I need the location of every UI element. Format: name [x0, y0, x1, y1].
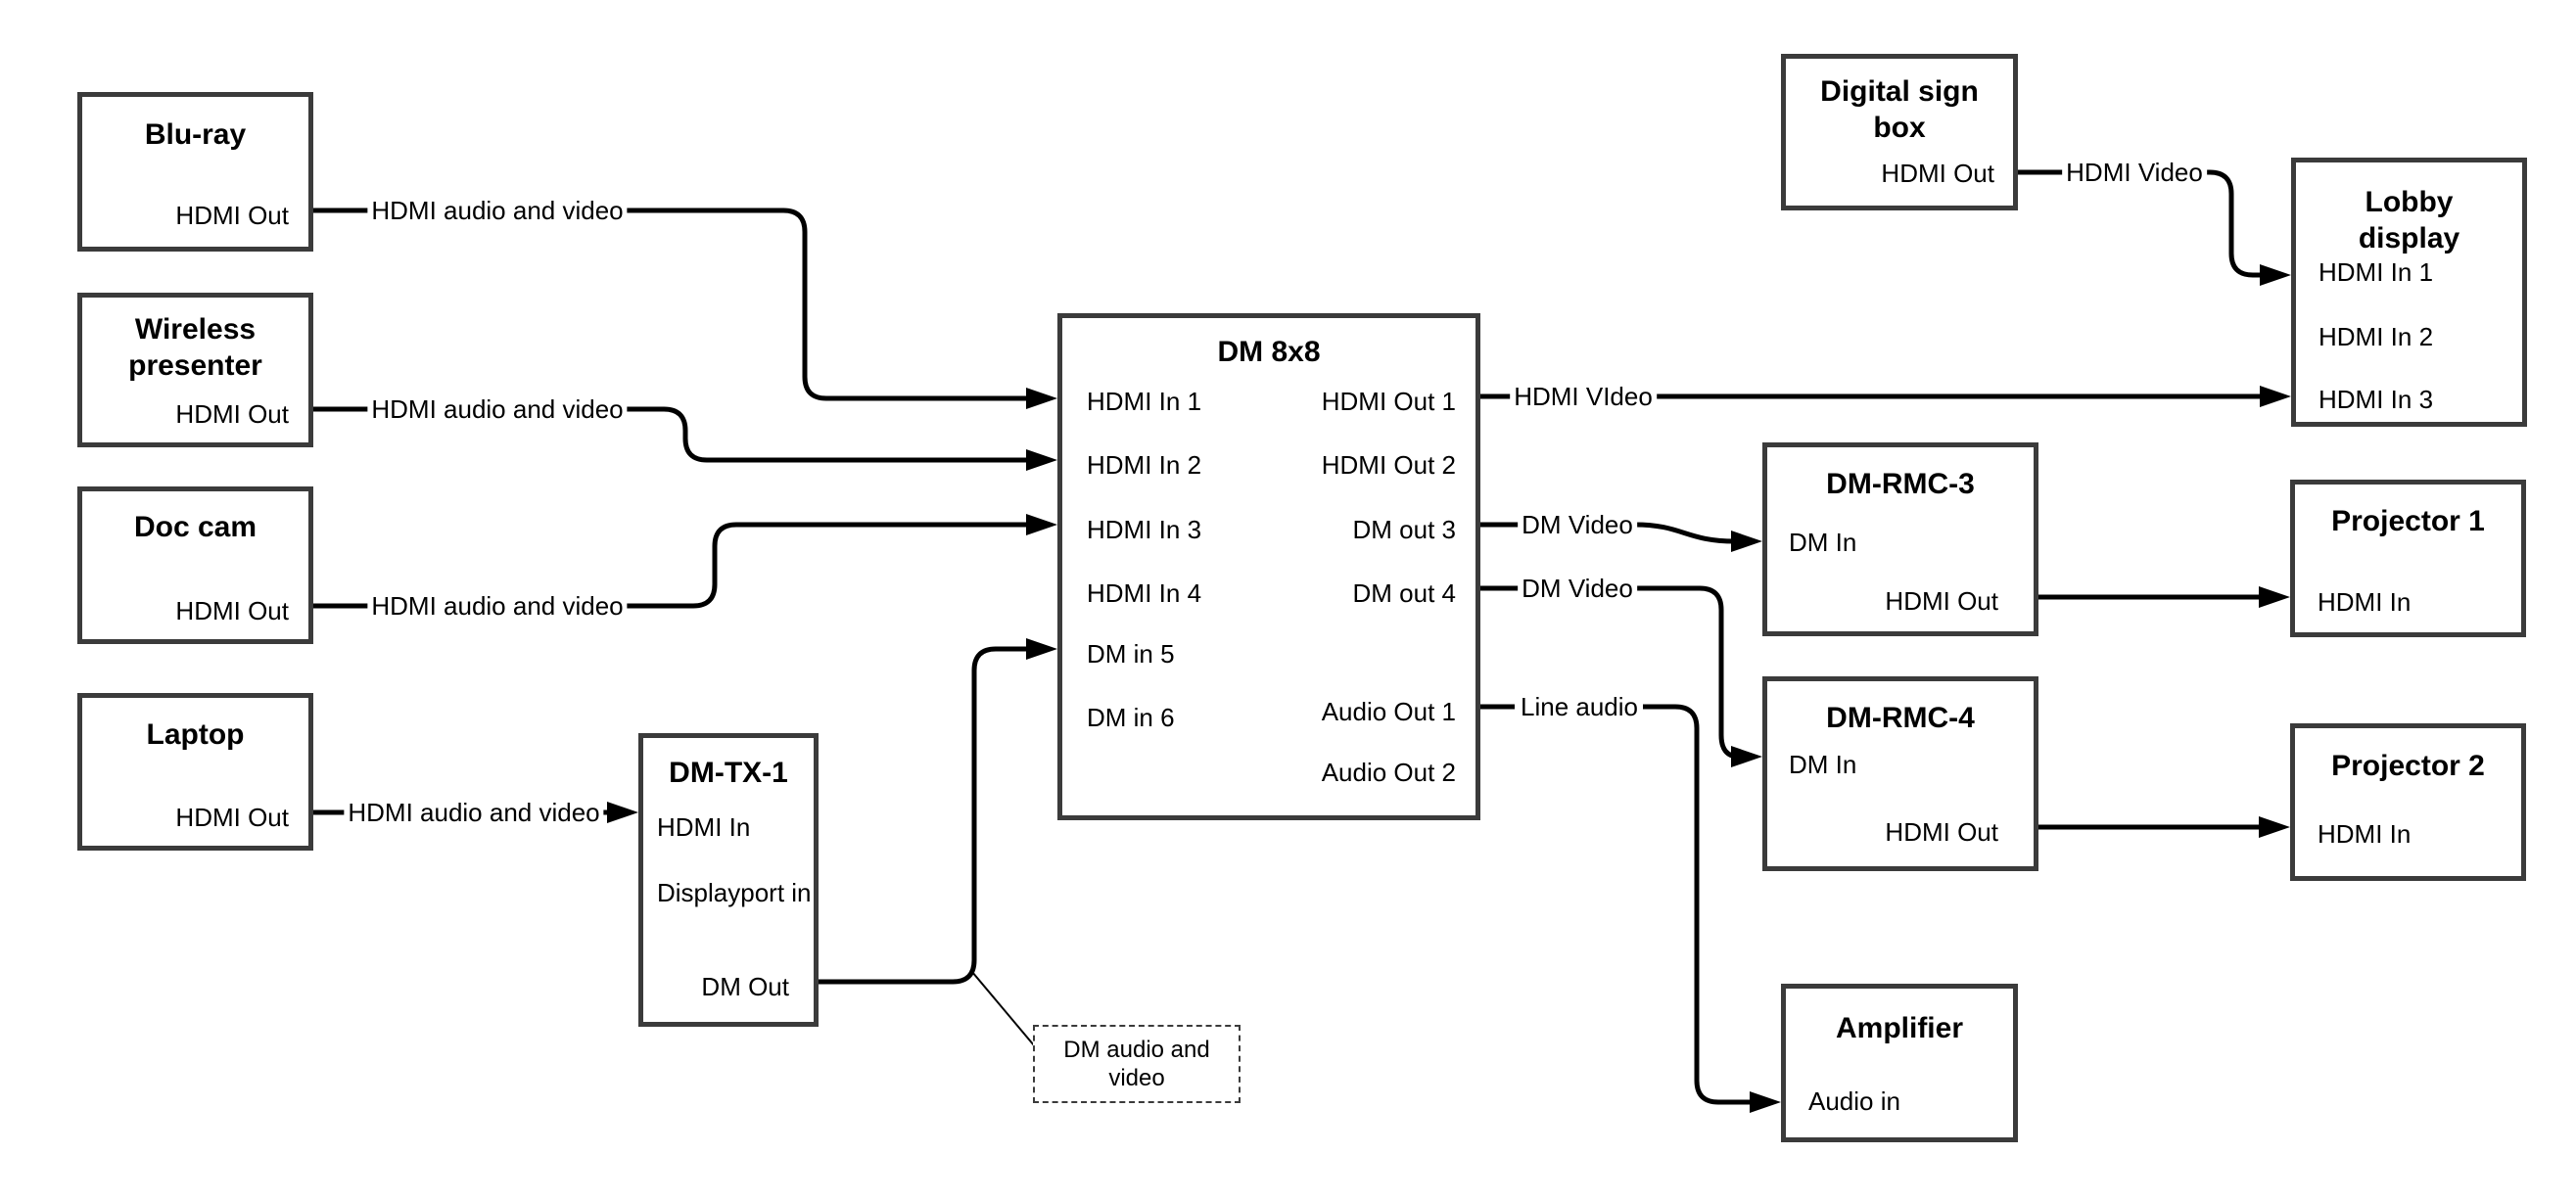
wire-label-doccam-cable: HDMI audio and video — [367, 591, 628, 621]
node-wireless-presenter: Wireless presenter HDMI Out — [77, 293, 313, 447]
port-laptop-hdmi-out: HDMI Out — [175, 803, 289, 832]
port-dm8x8-hdmi-out-1: HDMI Out 1 — [1321, 387, 1456, 416]
port-amp-audio-in: Audio in — [1808, 1086, 1900, 1116]
callout-text-line2: video — [1108, 1065, 1165, 1091]
node-doc-cam: Doc cam HDMI Out — [77, 486, 313, 644]
arrowhead-rmc3-dm-in — [1731, 531, 1762, 552]
port-rmc4-dm-in: DM In — [1789, 750, 1857, 779]
port-lobby-hdmi-in-1: HDMI In 1 — [2318, 257, 2434, 287]
node-signbox-title-line1: Digital sign — [1820, 75, 1979, 108]
wire-label-line-audio: Line audio — [1517, 692, 1642, 721]
callout-dm-audio-and-video: DM audio and video — [1033, 1025, 1241, 1103]
node-wireless-title-line2: presenter — [128, 349, 262, 382]
node-doccam-title: Doc cam — [133, 511, 258, 543]
node-projector-1: Projector 1 HDMI In — [2290, 480, 2526, 637]
node-rmc4-title: DM-RMC-4 — [1826, 702, 1975, 734]
arrowhead-dm8x8-in5 — [1026, 638, 1057, 660]
arrowhead-dm8x8-in2 — [1026, 449, 1057, 471]
port-dmtx1-hdmi-in: HDMI In — [657, 812, 751, 842]
arrowhead-rmc4-dm-in — [1731, 746, 1762, 767]
callout-text-line1: DM audio and — [1063, 1037, 1210, 1063]
wire-wireless-to-dm8x8 — [611, 406, 1030, 463]
node-lobby-title-line2: display — [2358, 222, 2460, 254]
port-lobby-hdmi-in-2: HDMI In 2 — [2318, 322, 2434, 351]
arrowhead-lobby-in3 — [2260, 386, 2291, 407]
wire-label-hdmi-video-out1: HDMI VIdeo — [1510, 382, 1657, 411]
node-dm-tx-1: DM-TX-1 HDMI In Displayport in DM Out — [638, 733, 819, 1027]
port-bluray-hdmi-out: HDMI Out — [175, 201, 289, 230]
port-dm8x8-dm-in-6: DM in 6 — [1087, 703, 1175, 732]
wire-label-dm-video-out3: DM Video — [1518, 510, 1637, 539]
port-dmtx1-displayport-in: Displayport in — [657, 878, 812, 907]
port-dm8x8-hdmi-in-2: HDMI In 2 — [1087, 450, 1202, 480]
arrowhead-dm8x8-in1 — [1026, 388, 1057, 409]
callout-leader-line — [971, 971, 1035, 1046]
node-wireless-title-line1: Wireless — [134, 313, 257, 346]
port-dm8x8-dm-in-5: DM in 5 — [1087, 639, 1175, 669]
node-dmtx1-title: DM-TX-1 — [669, 757, 788, 789]
arrowhead-lobby-in1 — [2260, 264, 2291, 286]
port-signbox-hdmi-out: HDMI Out — [1881, 159, 1994, 188]
port-dm8x8-dm-out-3: DM out 3 — [1352, 515, 1457, 544]
node-rmc3-title: DM-RMC-3 — [1826, 468, 1975, 500]
node-lobby-title-line1: Lobby — [2365, 186, 2454, 218]
wire-bluray-to-dm8x8 — [613, 208, 1030, 401]
port-lobby-hdmi-in-3: HDMI In 3 — [2318, 385, 2434, 414]
node-signbox-title-line2: box — [1873, 112, 1926, 144]
node-dm8x8-title: DM 8x8 — [1217, 336, 1321, 368]
port-dm8x8-dm-out-4: DM out 4 — [1352, 578, 1457, 608]
port-proj1-hdmi-in: HDMI In — [2318, 587, 2412, 617]
port-dm8x8-audio-out-1: Audio Out 1 — [1321, 697, 1456, 726]
wire-dmout4-to-rmc4 — [1634, 585, 1740, 760]
wire-label-bluray-cable: HDMI audio and video — [367, 196, 628, 225]
port-dm8x8-hdmi-in-4: HDMI In 4 — [1087, 578, 1202, 608]
node-proj1-title: Projector 1 — [2331, 505, 2485, 537]
port-wireless-hdmi-out: HDMI Out — [175, 399, 289, 429]
node-dm-8x8: DM 8x8 HDMI In 1 HDMI In 2 HDMI In 3 HDM… — [1057, 313, 1480, 820]
node-lobby-display: Lobby display HDMI In 1 HDMI In 2 HDMI I… — [2291, 158, 2527, 427]
node-bluray: Blu-ray HDMI Out — [77, 92, 313, 252]
wire-doccam-to-dm8x8 — [611, 522, 1030, 609]
port-proj2-hdmi-in: HDMI In — [2318, 819, 2412, 849]
arrowhead-dm8x8-in3 — [1026, 514, 1057, 535]
node-amplifier: Amplifier Audio in — [1781, 984, 2018, 1142]
node-laptop-title: Laptop — [146, 718, 245, 751]
wire-label-laptop-cable: HDMI audio and video — [344, 798, 604, 827]
port-dmtx1-dm-out: DM Out — [701, 972, 789, 1001]
arrowhead-amp-audio-in — [1750, 1091, 1781, 1113]
port-rmc3-hdmi-out: HDMI Out — [1885, 586, 1998, 616]
wire-label-dm-video-out4: DM Video — [1518, 574, 1637, 603]
node-proj2-title: Projector 2 — [2331, 750, 2485, 782]
arrowhead-proj1-hdmi-in — [2259, 586, 2290, 608]
node-digital-sign-box: Digital sign box HDMI Out — [1781, 54, 2018, 210]
port-dm8x8-hdmi-out-2: HDMI Out 2 — [1321, 450, 1456, 480]
port-rmc3-dm-in: DM In — [1789, 528, 1857, 557]
wire-audioout1-to-amp — [1643, 704, 1754, 1105]
arrowhead-proj2-hdmi-in — [2259, 816, 2290, 838]
node-dm-rmc-4: DM-RMC-4 DM In HDMI Out — [1762, 676, 2038, 871]
node-dm-rmc-3: DM-RMC-3 DM In HDMI Out — [1762, 442, 2038, 636]
port-dm8x8-audio-out-2: Audio Out 2 — [1321, 758, 1456, 787]
port-dm8x8-hdmi-in-3: HDMI In 3 — [1087, 515, 1202, 544]
wire-signbox-to-lobby — [2203, 169, 2264, 278]
wire-dmtx1-to-dm8x8 — [819, 646, 1030, 985]
port-rmc4-hdmi-out: HDMI Out — [1885, 817, 1998, 847]
port-doccam-hdmi-out: HDMI Out — [175, 596, 289, 625]
port-dm8x8-hdmi-in-1: HDMI In 1 — [1087, 387, 1202, 416]
wire-label-sign-hdmi-video: HDMI Video — [2062, 158, 2207, 187]
node-amp-title: Amplifier — [1835, 1012, 1964, 1044]
node-laptop: Laptop HDMI Out — [77, 693, 313, 851]
wire-dmout3-to-rmc3 — [1634, 522, 1736, 544]
node-bluray-title: Blu-ray — [144, 118, 247, 151]
wire-label-wireless-cable: HDMI audio and video — [367, 394, 628, 424]
arrowhead-dmtx1-hdmi-in — [607, 802, 638, 823]
node-projector-2: Projector 2 HDMI In — [2290, 723, 2526, 881]
